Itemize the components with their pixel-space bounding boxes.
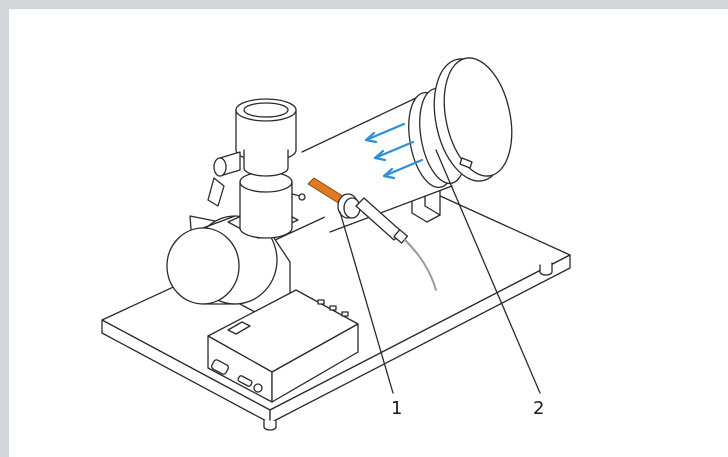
flow-tube <box>301 57 513 233</box>
callout-label-1: 1 <box>391 398 402 419</box>
callout-label-2: 2 <box>533 398 544 419</box>
probe-assembly <box>307 177 437 291</box>
air-flow-arrows <box>364 122 424 180</box>
blower-unit <box>166 98 306 313</box>
control-box <box>207 289 359 403</box>
callout-leaders <box>339 149 541 394</box>
